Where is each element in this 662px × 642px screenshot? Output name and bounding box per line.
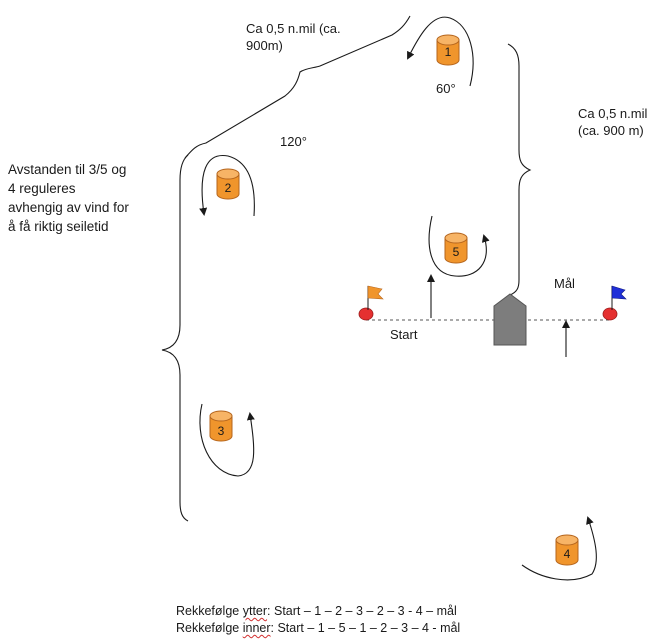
buoy-mark-2: 2 bbox=[216, 168, 240, 200]
rounding-path-mark-5 bbox=[428, 215, 490, 277]
buoy-mark-4: 4 bbox=[555, 534, 579, 566]
angle-label-mark-2: 120° bbox=[280, 134, 307, 149]
committee-boat-icon bbox=[493, 293, 527, 346]
finish-pin-buoy-icon bbox=[602, 307, 618, 321]
rounding-path-mark-2 bbox=[199, 154, 255, 217]
brace-right-leg bbox=[507, 43, 532, 296]
buoy-number-3: 3 bbox=[218, 424, 225, 438]
distance-label-right-leg: Ca 0,5 n.mil (ca. 900 m) bbox=[578, 106, 648, 138]
brace-left-leg bbox=[161, 154, 189, 522]
buoy-number-4: 4 bbox=[564, 547, 571, 561]
brace-leg-1-2 bbox=[184, 15, 411, 159]
buoy-mark-5: 5 bbox=[444, 232, 468, 264]
buoy-mark-3: 3 bbox=[209, 410, 233, 442]
distance-label-leg-1: Ca 0,5 n.mil (ca. 900m) bbox=[246, 21, 341, 53]
buoy-mark-1: 1 bbox=[436, 34, 460, 66]
orange-flag-icon bbox=[367, 285, 384, 310]
finish-label: Mål bbox=[554, 276, 575, 291]
start-label: Start bbox=[390, 327, 418, 342]
rounding-path-mark-1 bbox=[407, 16, 474, 87]
regulation-note: Avstanden til 3/5 og 4 reguleres avhengi… bbox=[8, 162, 129, 234]
sequence-outer: Rekkefølge ytter: Start – 1 – 2 – 3 – 2 … bbox=[176, 604, 457, 618]
buoy-number-5: 5 bbox=[453, 245, 460, 259]
rounding-path-mark-3 bbox=[199, 403, 255, 477]
start-pin-buoy-icon bbox=[358, 307, 374, 321]
buoy-number-2: 2 bbox=[225, 181, 232, 195]
sequence-inner: Rekkefølge inner: Start – 1 – 5 – 1 – 2 … bbox=[176, 621, 461, 635]
blue-flag-icon bbox=[611, 285, 627, 310]
buoy-number-1: 1 bbox=[445, 45, 452, 59]
angle-label-mark-1: 60° bbox=[436, 81, 456, 96]
rounding-path-mark-4 bbox=[521, 516, 597, 581]
